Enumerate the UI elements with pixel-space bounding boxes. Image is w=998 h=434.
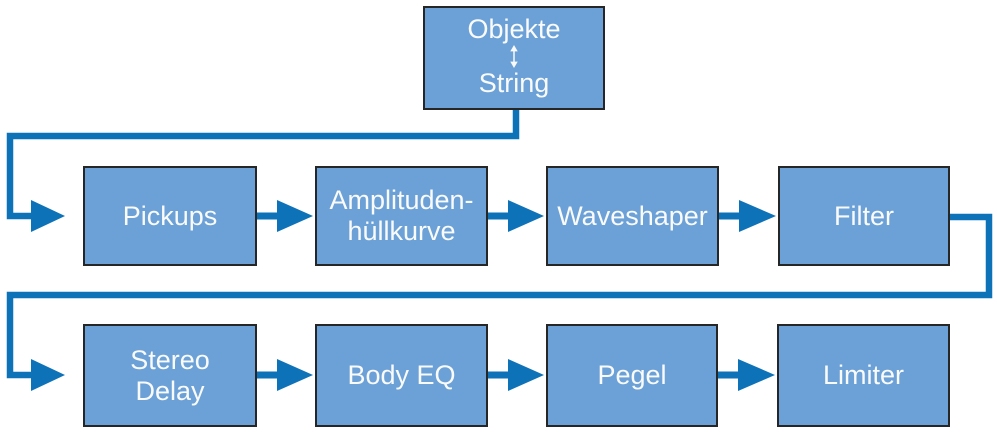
node-pickups: Pickups [83, 166, 257, 266]
arrowhead-into-pegel [508, 359, 544, 391]
limiter-label: Limiter [822, 360, 904, 390]
arrowhead-into-limiter [738, 359, 775, 391]
arrowhead-into-body-eq [277, 359, 313, 391]
connector-filter-to-stereo-delay [6, 213, 993, 379]
stereo-delay-label: Stereo Delay [130, 344, 210, 406]
arrowhead-into-waveshaper [508, 200, 544, 232]
node-filter: Filter [778, 166, 950, 266]
pegel-label: Pegel [597, 360, 667, 390]
node-amplituden-huellkurve: Amplituden- hüllkurve [315, 166, 488, 266]
amplituden-huellkurve-label: Amplituden- hüllkurve [329, 185, 474, 246]
node-objekte-string: Objekte String [423, 6, 605, 110]
bidirectional-arrow-icon [510, 45, 518, 68]
waveshaper-label: Waveshaper [557, 200, 708, 231]
arrowhead-into-amplituden [277, 200, 313, 232]
objekte-label: Objekte [467, 14, 561, 44]
arrowhead-into-stereo-delay [31, 359, 65, 391]
filter-label: Filter [834, 200, 894, 231]
node-waveshaper: Waveshaper [546, 166, 719, 266]
string-label: String [478, 68, 550, 98]
node-body-eq: Body EQ [315, 324, 488, 427]
arrowhead-into-filter [739, 200, 776, 232]
arrowhead-into-pickups [31, 200, 65, 232]
body-eq-label: Body EQ [347, 360, 456, 390]
node-pegel: Pegel [546, 324, 718, 427]
node-stereo-delay: Stereo Delay [83, 324, 257, 427]
pickups-label: Pickups [122, 200, 218, 231]
node-limiter: Limiter [777, 324, 950, 427]
connector-string-to-pickups [6, 110, 520, 220]
